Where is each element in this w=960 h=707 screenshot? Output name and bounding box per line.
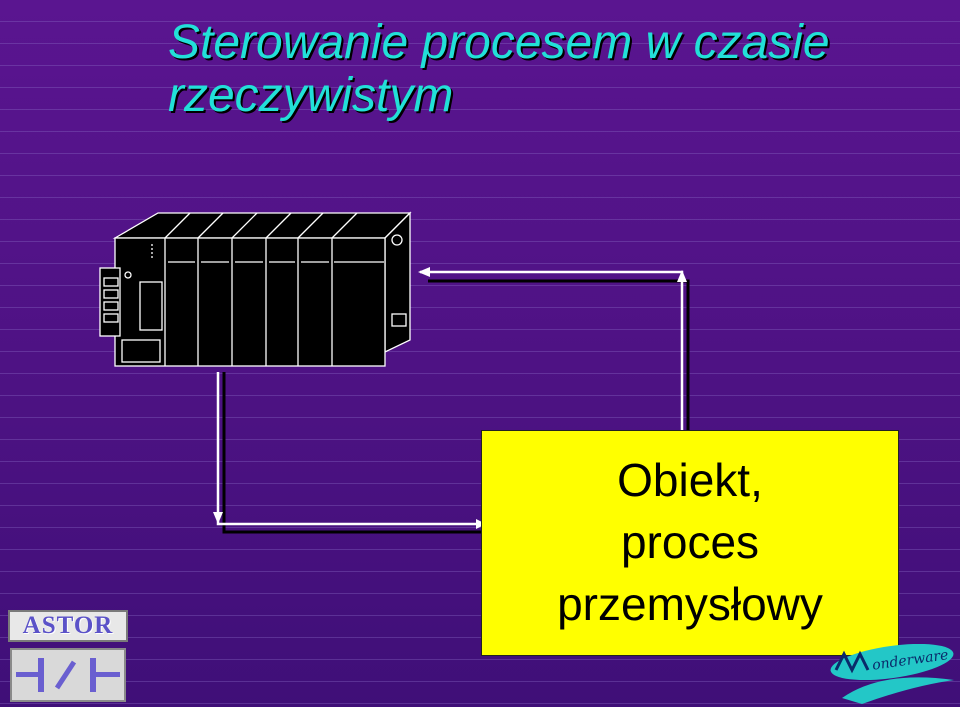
output-signal-line [213,372,486,534]
object-line-1: Obiekt, [617,454,763,506]
astor-contact-symbol-icon [10,648,126,702]
object-line-2: proces [620,516,760,568]
slide-title: Sterowanie procesem w czasie rzeczywisty… [168,16,830,122]
title-line-1: Sterowanie procesem w czasie [168,16,830,69]
object-line-3: przemysłowy [557,578,823,630]
wonderware-logo-icon: onderware [822,640,960,707]
astor-logo: ASTOR [8,610,128,702]
astor-logo-text: ASTOR [8,610,128,642]
title-line-2: rzeczywistym [168,69,454,122]
process-object-box: Obiekt, proces przemysłowy [481,430,899,656]
input-signal-line [418,267,690,438]
plc-rack-icon [99,211,412,367]
process-object-label: Obiekt, proces przemysłowy [482,449,898,635]
